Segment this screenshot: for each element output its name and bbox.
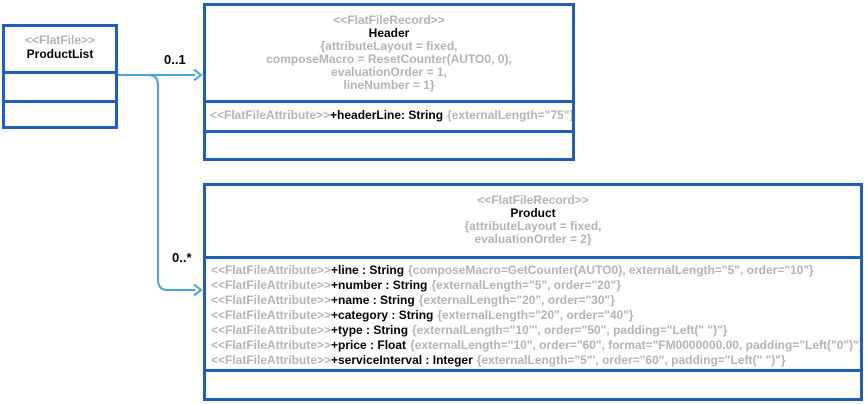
header-property-line: composeMacro = ResetCounter(AUTO0, 0), bbox=[266, 52, 512, 66]
attribute-stereotype: <<FlatFileAttribute>> bbox=[211, 323, 332, 337]
attribute-stereotype: <<FlatFileAttribute>> bbox=[211, 308, 332, 322]
header-name: Header bbox=[368, 26, 410, 40]
product-title-compartment: <<FlatFileRecord>> Product {attributeLay… bbox=[206, 186, 860, 256]
attribute-properties: {externalLength="20", order="40"} bbox=[437, 308, 634, 322]
attribute-signature: +number : String bbox=[331, 278, 428, 292]
product-empty-compartment[interactable] bbox=[206, 369, 860, 398]
header-record-box[interactable]: <<FlatFileRecord>> Header {attributeLayo… bbox=[203, 3, 575, 161]
multiplicity-product-label[interactable]: 0..* bbox=[172, 250, 192, 265]
attribute-signature: +type : String bbox=[331, 323, 409, 337]
attribute-row-price[interactable]: <<FlatFileAttribute>>+price : Float{exte… bbox=[211, 338, 860, 353]
product-attributes-compartment: <<FlatFileAttribute>>+line : String{comp… bbox=[206, 256, 860, 369]
arrowhead-header-icon bbox=[193, 68, 203, 82]
attribute-signature: +category : String bbox=[331, 308, 434, 322]
product-property-line: evaluationOrder = 2} bbox=[474, 232, 592, 246]
edge-productlist-to-product[interactable] bbox=[147, 74, 195, 291]
header-attributes-compartment: <<FlatFileAttribute>>+headerLine: String… bbox=[206, 100, 572, 130]
header-property-line: {attributeLayout = fixed, bbox=[320, 39, 458, 53]
attribute-stereotype: <<FlatFileAttribute>> bbox=[211, 353, 332, 367]
attribute-properties: {externalLength="75"} bbox=[447, 108, 572, 122]
arrowhead-product-icon bbox=[193, 283, 203, 297]
attribute-row-line[interactable]: <<FlatFileAttribute>>+line : String{comp… bbox=[211, 263, 860, 278]
attribute-row-headerLine[interactable]: <<FlatFileAttribute>>+headerLine: String… bbox=[210, 108, 572, 123]
header-property-line: evaluationOrder = 1, bbox=[331, 65, 447, 79]
attribute-row-category[interactable]: <<FlatFileAttribute>>+category : String{… bbox=[211, 308, 860, 323]
productlist-empty-compartment-2[interactable] bbox=[5, 100, 115, 126]
product-property-line: {attributeLayout = fixed, bbox=[464, 219, 602, 233]
productlist-stereotype: <<FlatFile>> bbox=[24, 33, 96, 47]
attribute-properties: {externalLength="5"', order="60", paddin… bbox=[476, 353, 786, 367]
header-stereotype: <<FlatFileRecord>> bbox=[333, 13, 445, 27]
attribute-signature: +line : String bbox=[331, 263, 405, 277]
attribute-properties: {externalLength="20", order="30"} bbox=[418, 293, 615, 307]
multiplicity-header-label[interactable]: 0..1 bbox=[164, 52, 186, 67]
attribute-signature: +price : Float bbox=[331, 338, 407, 352]
attribute-stereotype: <<FlatFileAttribute>> bbox=[211, 293, 332, 307]
attribute-signature: +headerLine: String bbox=[330, 108, 444, 122]
attribute-row-serviceInterval[interactable]: <<FlatFileAttribute>>+serviceInterval : … bbox=[211, 353, 860, 368]
product-name: Product bbox=[510, 206, 556, 220]
attribute-row-number[interactable]: <<FlatFileAttribute>>+number : String{ex… bbox=[211, 278, 860, 293]
attribute-row-name[interactable]: <<FlatFileAttribute>>+name : String{exte… bbox=[211, 293, 860, 308]
attribute-stereotype: <<FlatFileAttribute>> bbox=[211, 278, 332, 292]
header-title-compartment: <<FlatFileRecord>> Header {attributeLayo… bbox=[206, 6, 572, 100]
header-property-line: lineNumber = 1} bbox=[343, 78, 435, 92]
attribute-row-type[interactable]: <<FlatFileAttribute>>+type : String{exte… bbox=[211, 323, 860, 338]
attribute-properties: {externalLength="10", order="60", format… bbox=[410, 338, 860, 352]
attribute-signature: +name : String bbox=[331, 293, 415, 307]
attribute-stereotype: <<FlatFileAttribute>> bbox=[210, 108, 331, 122]
productlist-name: ProductList bbox=[26, 47, 94, 61]
attribute-properties: {externalLength="5", order="20"} bbox=[431, 278, 621, 292]
productlist-empty-compartment-1[interactable] bbox=[5, 71, 115, 100]
attribute-stereotype: <<FlatFileAttribute>> bbox=[211, 338, 332, 352]
attribute-stereotype: <<FlatFileAttribute>> bbox=[211, 263, 332, 277]
attribute-properties: {externalLength="10"', order="50", paddi… bbox=[412, 323, 728, 337]
attribute-signature: +serviceInterval : Integer bbox=[331, 353, 473, 367]
product-record-box[interactable]: <<FlatFileRecord>> Product {attributeLay… bbox=[203, 183, 863, 401]
productlist-class-box[interactable]: <<FlatFile>> ProductList bbox=[2, 24, 118, 129]
product-stereotype: <<FlatFileRecord>> bbox=[477, 193, 589, 207]
attribute-properties: {composeMacro=GetCounter(AUTO0), externa… bbox=[408, 263, 814, 277]
header-empty-compartment[interactable] bbox=[206, 130, 572, 158]
productlist-title-compartment: <<FlatFile>> ProductList bbox=[5, 27, 115, 71]
